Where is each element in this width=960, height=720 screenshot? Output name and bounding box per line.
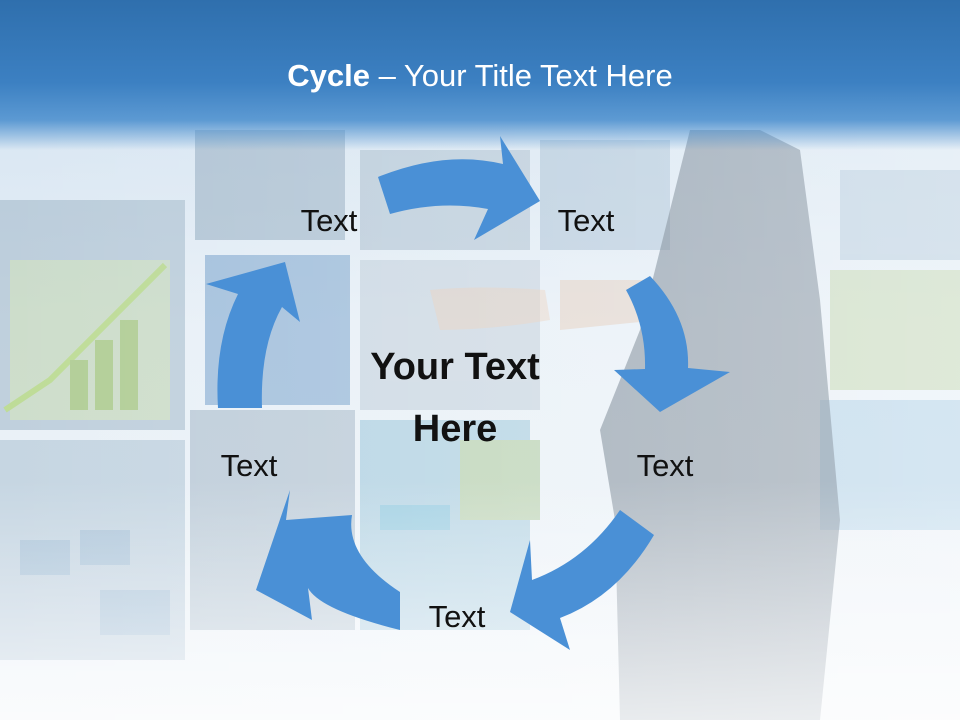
cycle-arrow-top-icon xyxy=(378,136,540,240)
title-text: – Your Title Text Here xyxy=(370,58,673,93)
cycle-arrow-left-icon xyxy=(206,262,300,408)
title-bar xyxy=(0,0,960,150)
cycle-arrow-bottom-left-icon xyxy=(256,490,400,630)
cycle-label-bottom: Text xyxy=(428,599,486,634)
center-text-line-2: Here xyxy=(412,408,498,450)
slide-title: Cycle – Your Title Text Here xyxy=(0,56,960,96)
cycle-arrow-right-icon xyxy=(614,276,730,412)
cycle-label-top-left: Text xyxy=(300,203,358,238)
title-keyword: Cycle xyxy=(287,58,370,93)
center-text-line-1: Your Text xyxy=(370,346,540,388)
cycle-label-left: Text xyxy=(220,448,278,483)
center-text: Your Text Here xyxy=(330,343,580,453)
cycle-label-right: Text xyxy=(636,448,694,483)
cycle-arrow-bottom-right-icon xyxy=(510,510,654,650)
cycle-label-top-right: Text xyxy=(557,203,615,238)
